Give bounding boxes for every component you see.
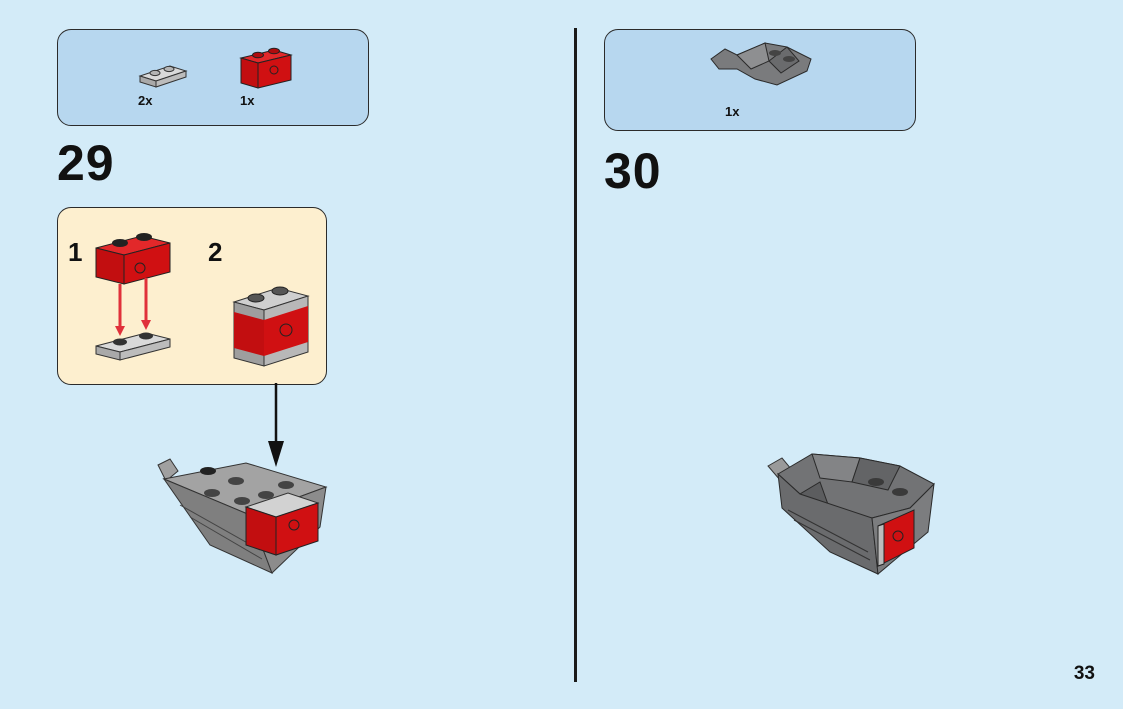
part-qty-brick: 1x <box>240 93 255 108</box>
step29-assembly-model <box>157 458 328 574</box>
substep-2-number: 2 <box>208 237 223 267</box>
step29-number: 29 <box>57 135 115 191</box>
substep2-illustration <box>232 286 310 367</box>
step29-parts-box: 2x 1x <box>57 29 369 126</box>
dark-gray-slope-icon <box>710 42 812 86</box>
part-qty-slope: 1x <box>725 104 740 119</box>
substep1-illustration <box>95 233 171 361</box>
substep-1-number: 1 <box>68 237 83 267</box>
red-brick-icon <box>239 47 293 89</box>
light-gray-plate-icon <box>138 65 188 88</box>
part-qty-plate: 2x <box>138 93 153 108</box>
step30-assembly-model <box>767 453 935 575</box>
step30-number: 30 <box>604 143 662 199</box>
page-divider <box>574 28 577 682</box>
step29-substep-box: 1 2 <box>57 207 327 385</box>
page-number: 33 <box>1073 663 1095 684</box>
step30-parts-box: 1x <box>604 29 916 131</box>
step29-arrow-icon <box>268 383 284 467</box>
